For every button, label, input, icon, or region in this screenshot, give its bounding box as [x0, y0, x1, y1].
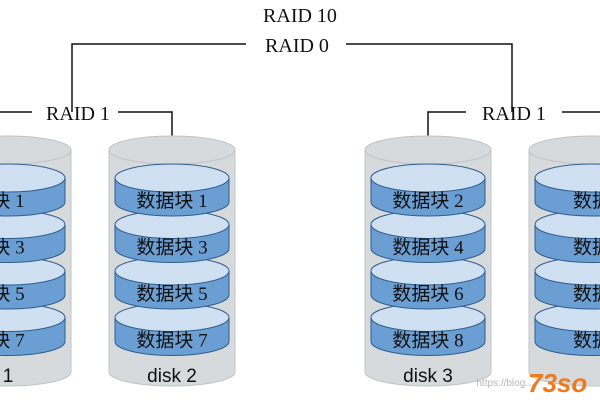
data-block: 数据块 2	[370, 163, 486, 217]
data-block: 数据块 1	[114, 163, 230, 217]
data-block: 块 1	[0, 163, 66, 217]
data-block-label: 数据块 7	[136, 330, 207, 352]
data-block: 数据	[534, 256, 600, 310]
watermark-brand: 73so	[528, 368, 587, 398]
raid1-right-label: RAID 1	[482, 103, 546, 125]
data-block-label: 数据	[573, 190, 600, 212]
data-block-label: 数据块 8	[392, 330, 463, 352]
disk-1: 块 7 块 5 块 3 块 1 1	[0, 135, 72, 387]
watermark-url: https://blog...	[476, 378, 533, 389]
disk-3: 数据块 8 数据块 6 数据块 4 数据块 2 disk 3	[364, 135, 492, 387]
data-block-label: 数据块 3	[136, 237, 207, 259]
data-block: 块 3	[0, 210, 66, 263]
disk-label: disk 3	[403, 366, 453, 387]
data-block-label: 数据块 2	[392, 190, 463, 212]
raid0-right-connector	[346, 43, 513, 112]
data-block: 数据块 3	[114, 210, 230, 263]
disk-2: 数据块 7 数据块 5 数据块 3 数据块 1 disk 2	[108, 135, 236, 387]
data-block-label: 数据	[573, 283, 600, 305]
data-block: 数据	[534, 303, 600, 356]
data-block-label: 数据	[573, 330, 600, 352]
data-block-label: 块 5	[0, 283, 25, 305]
data-block-label: 数据块 6	[392, 283, 463, 305]
raid0-left-connector	[71, 43, 246, 112]
data-block: 数据	[534, 163, 600, 217]
data-block: 块 5	[0, 256, 66, 310]
raid10-label: RAID 10	[263, 5, 337, 27]
data-block-label: 数据块 5	[136, 283, 207, 305]
data-block: 数据块 7	[114, 303, 230, 356]
disk-shell-top	[108, 135, 236, 165]
disk-shell-top	[364, 135, 492, 165]
data-block-label: 块 1	[0, 190, 25, 212]
data-block-label: 数据块 4	[392, 237, 464, 259]
data-block-label: 块 7	[0, 330, 25, 352]
data-block: 块 7	[0, 303, 66, 356]
raid1-left-label: RAID 1	[46, 103, 110, 125]
data-block-label: 数据块 1	[136, 190, 207, 212]
disk-4: 数据数据数据数据	[528, 135, 600, 387]
data-block: 数据块 6	[370, 256, 486, 310]
data-block: 数据块 8	[370, 303, 486, 356]
data-block-label: 数据	[573, 237, 600, 259]
disk-label: 1	[3, 366, 14, 387]
data-block: 数据块 4	[370, 210, 486, 263]
data-block: 数据块 5	[114, 256, 230, 310]
raid0-label: RAID 0	[265, 35, 329, 57]
data-block: 数据	[534, 210, 600, 263]
data-block-label: 块 3	[0, 237, 25, 259]
disk-label: disk 2	[147, 366, 197, 387]
